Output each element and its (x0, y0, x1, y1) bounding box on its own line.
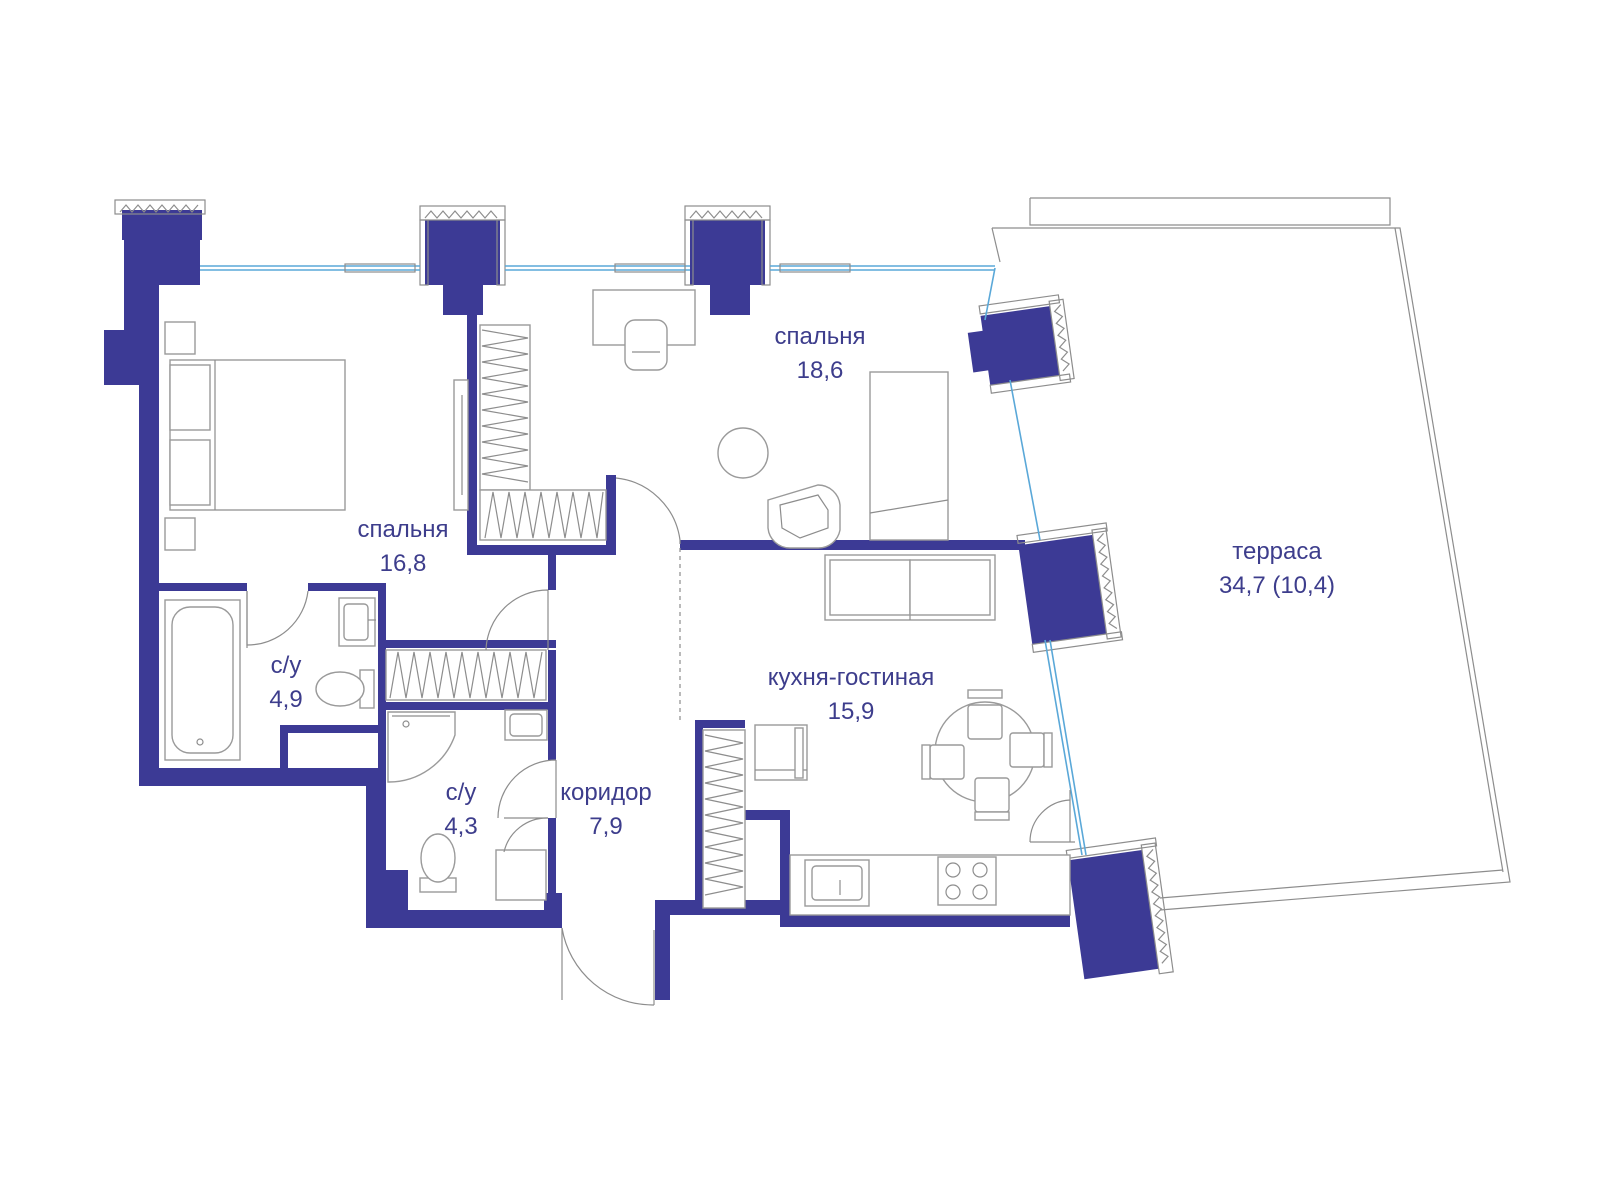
side-table-icon (717, 427, 769, 479)
door-swing-icon (497, 759, 557, 853)
room-name: терраса (1232, 538, 1322, 565)
desk-icon (754, 724, 808, 781)
room-name: кухня-гостиная (767, 664, 935, 691)
room-area: 4,9 (269, 686, 303, 713)
bathtub-icon (164, 599, 241, 761)
room-name: с/у (270, 652, 302, 679)
column-icon (419, 205, 506, 286)
dining-table-icon (921, 689, 1053, 821)
room-area: 4,3 (444, 813, 478, 840)
armchair-icon (767, 484, 841, 549)
door-swing-icon (615, 477, 681, 720)
washing-machine-icon (495, 849, 547, 901)
shower-icon (387, 711, 456, 783)
room-label-bedroom-1: спальня 16,8 (357, 513, 448, 581)
room-label-bedroom-2: спальня 18,6 (774, 320, 865, 388)
sink-icon (504, 709, 548, 741)
door-swing-icon (1029, 790, 1075, 843)
sofa-icon (824, 554, 996, 621)
tv-stand-icon (453, 379, 469, 511)
room-name: спальня (357, 516, 449, 543)
room-area: 34,7 (10,4) (1218, 572, 1336, 599)
door-swing-icon (246, 590, 309, 648)
room-area: 7,9 (589, 813, 623, 840)
room-area: 16,8 (379, 550, 427, 577)
column-icon (114, 199, 206, 215)
room-name: спальня (774, 323, 866, 350)
room-name: с/у (445, 779, 477, 806)
walls (104, 210, 1070, 1000)
column-icon (1065, 837, 1174, 980)
chair-icon (624, 319, 668, 371)
room-label-bath-1: с/у 4,9 (269, 649, 302, 717)
toilet-icon (315, 669, 375, 709)
wardrobe-icon (385, 649, 547, 701)
room-area: 18,6 (796, 357, 844, 384)
column-icon (967, 294, 1075, 394)
wardrobe-icon (479, 324, 607, 541)
door-swing-icon (485, 589, 549, 651)
wardrobe-icon (702, 729, 746, 909)
toilet-icon (419, 833, 457, 893)
desk-icon (869, 371, 949, 541)
glazing (200, 263, 1087, 856)
room-label-terrace: терраса 34,7 (10,4) (1219, 535, 1335, 603)
bed-icon (164, 321, 346, 551)
room-area: 15,9 (827, 698, 875, 725)
room-label-bath-2: с/у 4,3 (444, 776, 477, 844)
stove-icon (937, 856, 997, 906)
terrace-outline (991, 197, 1511, 911)
room-name: коридор (560, 779, 652, 806)
facade-columns (114, 199, 1174, 980)
door-swing-icon (561, 927, 655, 1006)
sink-icon (338, 597, 376, 647)
room-label-corridor: коридор 7,9 (560, 776, 652, 844)
desk-icon (592, 289, 696, 346)
sink-icon (804, 859, 870, 907)
room-label-kitchen-living: кухня-гостиная 15,9 (768, 661, 935, 729)
column-icon (1016, 522, 1124, 653)
column-icon (684, 205, 771, 286)
